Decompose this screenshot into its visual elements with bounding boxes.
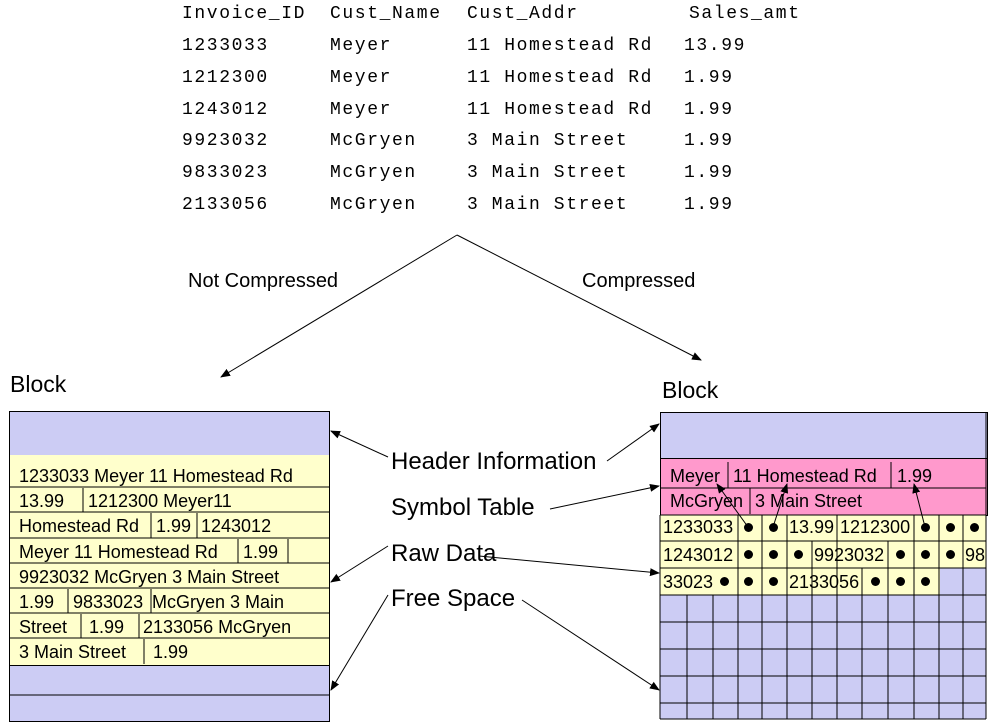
raw-data-text: 13.99 xyxy=(789,517,835,537)
left-data-text: Meyer 11 Homestead Rd xyxy=(19,542,218,562)
symbol-pointer-dot xyxy=(946,523,955,532)
raw-data-text: 1243012 xyxy=(663,545,734,565)
symbol-pointer-dot xyxy=(896,577,905,586)
table-cell: 1.99 xyxy=(684,163,734,183)
callout-arrows xyxy=(330,423,660,691)
symbol-text: Meyer xyxy=(670,466,721,486)
symbol-pointer-dot xyxy=(769,550,778,559)
symbol-pointer-dot xyxy=(794,550,803,559)
raw-data-text: 1233033 xyxy=(663,517,734,537)
raw-data-text: 9923032 xyxy=(814,545,885,565)
table-cell: 1212300 xyxy=(182,68,269,88)
col-header-invoice-id: Invoice_ID xyxy=(182,4,307,24)
table-cell: 11 Homestead Rd xyxy=(467,100,654,120)
left-data-text: 9833023 xyxy=(73,592,144,612)
left-block-free-space xyxy=(9,665,330,722)
symbol-text: 11 Homestead Rd xyxy=(733,466,877,486)
symbol-pointer-dot xyxy=(921,550,930,559)
raw-data-label: Raw Data xyxy=(391,540,497,567)
table-cell: 9923032 xyxy=(182,131,269,151)
left-data-text: 1.99 xyxy=(89,617,125,637)
table-cell: 11 Homestead Rd xyxy=(467,36,654,56)
symbol-table-label: Symbol Table xyxy=(391,494,535,521)
raw-data-text: 2133056 xyxy=(789,572,860,592)
raw-data-text: 98 xyxy=(965,545,986,565)
left-data-text: 1212300 Meyer11 xyxy=(88,491,232,511)
left-data-text: 1.99 xyxy=(19,592,55,612)
table-cell: 1.99 xyxy=(684,131,734,151)
table-cell: 1.99 xyxy=(684,100,734,120)
table-cell: McGryen xyxy=(330,195,417,215)
right-block-raw-data xyxy=(660,515,986,595)
symbol-pointer-dot xyxy=(921,577,930,586)
left-data-text: 1243012 xyxy=(201,516,272,536)
table-cell: Meyer xyxy=(330,36,393,56)
raw-data-text: 33023 xyxy=(663,572,714,592)
block-title-right: Block xyxy=(662,377,719,403)
left-data-text: 1.99 xyxy=(153,642,189,662)
table-cell: McGryen xyxy=(330,131,417,151)
header-information-label: Header Information xyxy=(391,448,597,475)
symbol-text: 3 Main Street xyxy=(755,491,863,511)
table-cell: 9833023 xyxy=(182,163,269,183)
right-block-header xyxy=(660,412,988,459)
block-title-left: Block xyxy=(10,371,67,397)
table-cell: 11 Homestead Rd xyxy=(467,68,654,88)
left-block-header xyxy=(9,411,330,457)
symbol-pointer-dot xyxy=(744,550,753,559)
left-data-text: 1.99 xyxy=(156,516,192,536)
left-data-text: Street xyxy=(19,617,68,637)
compressed-label: Compressed xyxy=(582,270,696,292)
table-cell: 13.99 xyxy=(684,36,747,56)
symbol-pointer-dot xyxy=(896,550,905,559)
symbol-pointer-dot xyxy=(921,523,930,532)
col-header-cust-addr: Cust_Addr xyxy=(467,4,579,24)
left-data-text: 1.99 xyxy=(243,542,279,562)
free-space-label: Free Space xyxy=(391,585,516,612)
symbol-text: 1.99 xyxy=(897,466,933,486)
table-cell: 3 Main Street xyxy=(467,131,629,151)
symbol-text: McGryen xyxy=(670,491,744,511)
symbol-table-lines xyxy=(660,462,986,514)
symbol-pointer-dot xyxy=(744,577,753,586)
left-block-data-area xyxy=(9,455,330,666)
left-data-text: McGryen 3 Main xyxy=(152,592,285,612)
symbol-pointer-dot xyxy=(769,577,778,586)
symbol-pointer-dot xyxy=(970,523,979,532)
table-cell: McGryen xyxy=(330,163,417,183)
branch-arrows xyxy=(220,234,702,378)
symbol-pointer-dot xyxy=(720,577,729,586)
symbol-pointer-dot xyxy=(946,550,955,559)
left-data-text: Homestead Rd xyxy=(19,516,140,536)
not-compressed-label: Not Compressed xyxy=(188,270,339,292)
table-cell: 1233033 xyxy=(182,36,269,56)
left-data-text: 9923032 McGryen 3 Main Street xyxy=(19,567,280,587)
table-cell: Meyer xyxy=(330,100,393,120)
symbol-pointer-arrows xyxy=(716,483,926,528)
table-cell: 3 Main Street xyxy=(467,163,629,183)
left-block-row-lines xyxy=(9,486,329,696)
table-cell: 2133056 xyxy=(182,195,269,215)
table-cell: 1243012 xyxy=(182,100,269,120)
col-header-cust-name: Cust_Name xyxy=(330,4,442,24)
symbol-pointer-dot xyxy=(744,523,753,532)
symbol-pointer-dot xyxy=(871,577,880,586)
table-cell: 3 Main Street xyxy=(467,195,629,215)
col-header-sales-amt: Sales_amt xyxy=(689,4,801,24)
left-data-text: 3 Main Street xyxy=(19,642,127,662)
compressed-grid xyxy=(659,412,987,720)
left-data-text: 1233033 Meyer 11 Homestead Rd xyxy=(19,466,293,486)
table-cell: 1.99 xyxy=(684,195,734,215)
left-data-text: 13.99 xyxy=(19,491,65,511)
raw-data-text: 1212300 xyxy=(840,517,911,537)
left-data-text: 2133056 McGryen xyxy=(143,617,292,637)
table-cell: Meyer xyxy=(330,68,393,88)
symbol-pointer-dot xyxy=(769,523,778,532)
table-cell: 1.99 xyxy=(684,68,734,88)
right-block-free-space xyxy=(660,595,986,719)
